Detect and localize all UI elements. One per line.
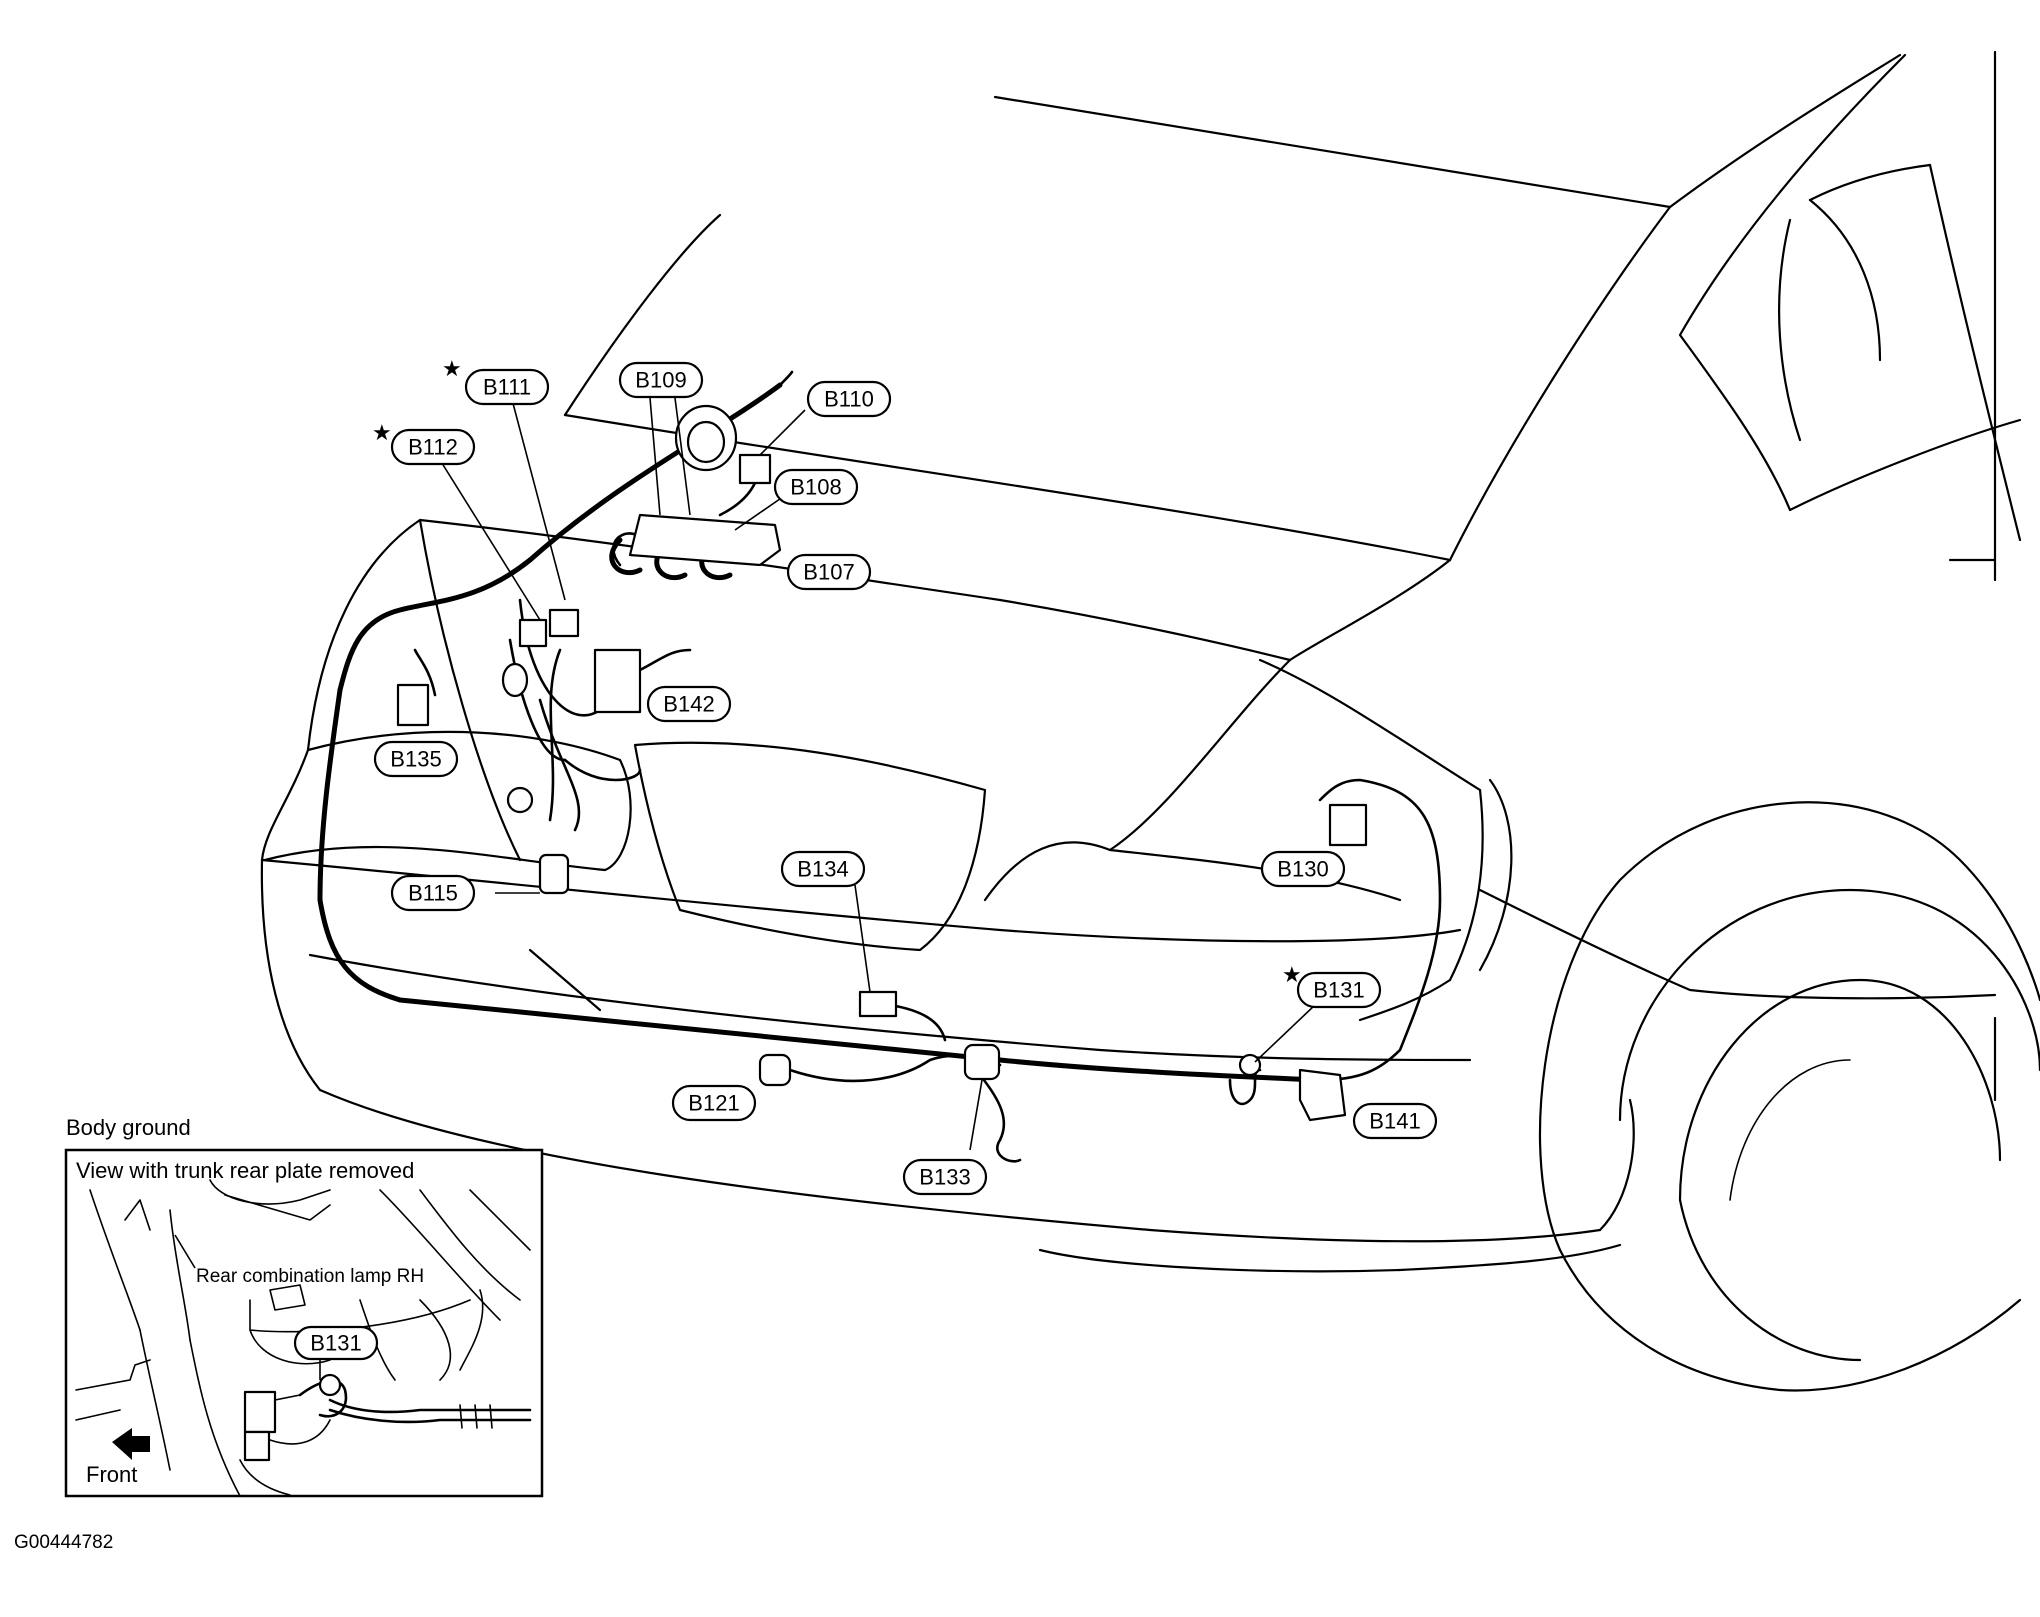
connector-parts	[396, 404, 1368, 1122]
svg-text:B112: B112	[408, 435, 458, 460]
inset-caption: View with trunk rear plate removed	[76, 1158, 414, 1183]
label-B130: B130	[1260, 850, 1346, 888]
svg-text:B131: B131	[1313, 978, 1364, 1003]
star-icon: ★	[1282, 963, 1302, 988]
front-arrow-icon	[112, 1428, 150, 1460]
svg-text:B115: B115	[408, 881, 458, 906]
main-harness	[317, 370, 1442, 1163]
label-B115: B115	[390, 874, 476, 912]
figure-id: G00444782	[14, 1532, 113, 1553]
label-B134: B134	[780, 850, 866, 888]
inset-front-label: Front	[86, 1462, 137, 1487]
label-B110: B110	[806, 380, 892, 418]
inset-body-ground: Body ground View with trunk rear plate r…	[64, 1115, 544, 1498]
label-B109: B109	[618, 361, 704, 399]
svg-text:B134: B134	[797, 857, 848, 882]
svg-text:B135: B135	[390, 747, 441, 772]
label-B131: ★ B131	[1282, 963, 1382, 1009]
svg-text:B108: B108	[790, 475, 841, 500]
svg-text:B109: B109	[635, 368, 686, 393]
inset-heading: Body ground	[66, 1115, 191, 1140]
label-B133: B133	[902, 1158, 988, 1196]
svg-text:B121: B121	[688, 1091, 739, 1116]
label-B107: B107	[786, 553, 872, 591]
svg-text:B107: B107	[803, 560, 854, 585]
inset-lamp-label: Rear combination lamp RH	[196, 1266, 424, 1287]
star-icon: ★	[372, 421, 392, 446]
leader-lines	[439, 391, 1316, 1151]
label-B112: ★ B112	[372, 421, 476, 466]
svg-text:B142: B142	[663, 692, 714, 717]
svg-text:B110: B110	[824, 387, 874, 412]
svg-text:B130: B130	[1277, 857, 1328, 882]
svg-text:B133: B133	[919, 1165, 970, 1190]
label-B142: B142	[646, 685, 732, 723]
label-B141: B141	[1352, 1102, 1438, 1140]
label-B111: ★ B111	[442, 357, 550, 406]
label-B121: B121	[671, 1084, 757, 1122]
svg-text:B111: B111	[483, 375, 531, 400]
svg-text:B141: B141	[1369, 1109, 1420, 1134]
star-icon: ★	[442, 357, 462, 382]
label-B108: B108	[773, 468, 859, 506]
label-B135: B135	[373, 740, 459, 778]
svg-text:B131: B131	[310, 1331, 361, 1356]
inset-label-B131: B131	[293, 1325, 379, 1380]
